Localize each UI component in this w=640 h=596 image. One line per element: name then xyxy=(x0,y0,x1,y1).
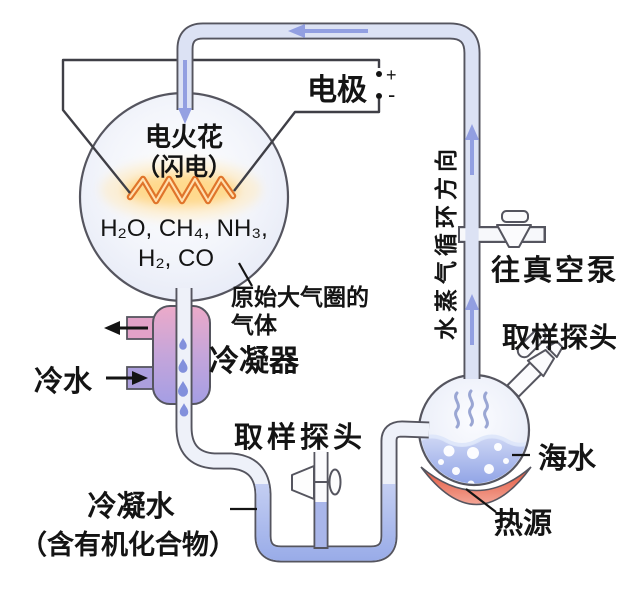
heat-source-label: 热源 xyxy=(494,507,552,540)
vapor-direction-label: 水蒸气循环方向 xyxy=(433,144,459,340)
condenser xyxy=(126,305,211,405)
spark-zigzag-icon xyxy=(126,175,237,205)
electrode-plus-sign: + xyxy=(386,65,397,85)
sampling-probe-bottom-icon xyxy=(291,451,342,549)
flow-arrows xyxy=(178,24,479,345)
electrode-terminal-minus-dot xyxy=(376,93,382,99)
gases-formula-line2: H₂, CO xyxy=(138,245,214,272)
electrode-terminal-plus-dot xyxy=(376,71,382,77)
condensate-label-line2: （含有机化合物） xyxy=(20,529,236,560)
vacuum-valve-icon xyxy=(496,210,532,248)
seawater-label: 海水 xyxy=(538,442,597,475)
sampling-probe-right-label: 取样探头 xyxy=(502,321,618,353)
sampling-probe-right-icon xyxy=(506,328,564,398)
primordial-gas-label-line1: 原始大气圈的 xyxy=(231,284,369,310)
condenser-label: 冷凝器 xyxy=(209,345,300,378)
heat-source xyxy=(420,466,532,506)
electrode-wires xyxy=(61,58,381,194)
sampling-probe-bottom-label: 取样探头 xyxy=(234,420,366,454)
electrode-minus-sign: - xyxy=(388,82,395,107)
electrode-label: 电极 xyxy=(307,74,367,107)
leader-lines xyxy=(230,262,530,513)
cold-water-label: 冷水 xyxy=(34,365,93,398)
heat-source-line xyxy=(465,488,497,513)
bubbles xyxy=(438,443,509,484)
cold-water-arrows xyxy=(104,321,148,385)
condensate-label-line1: 冷凝水 xyxy=(87,490,175,523)
condensate-droplets-icon xyxy=(178,338,189,417)
condensate-tube xyxy=(175,288,430,563)
steam-icon xyxy=(454,389,489,429)
condensed-water-fill xyxy=(254,484,396,561)
spark-label-line1: 电火花 xyxy=(145,122,223,152)
vacuum-pump-label: 往真空泵 xyxy=(491,253,619,287)
spark-label-line2: （闪电） xyxy=(136,154,232,181)
primordial-gas-label-line2: 气体 xyxy=(230,312,278,338)
gases-formula-line1: H₂O, CH₄, NH₃, xyxy=(100,215,268,242)
primordial-gas-tick xyxy=(238,262,253,287)
